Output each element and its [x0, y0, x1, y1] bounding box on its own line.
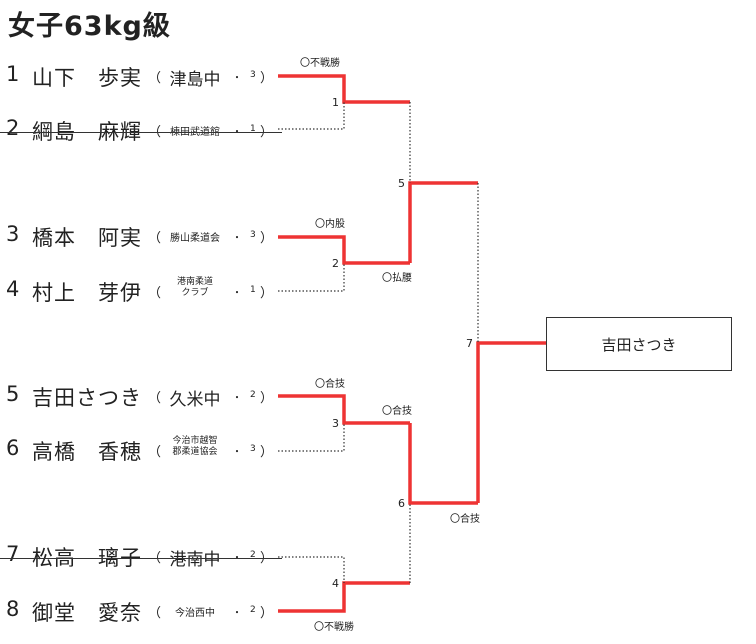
- match-result: 〇内股: [315, 217, 345, 230]
- player-row: 8 御堂 愛奈 （ ） ・ 2 今治西中: [0, 597, 290, 627]
- player-grade: 2: [250, 605, 256, 615]
- player-row: 4 村上 芽伊 （ ） ・ 1 港南柔道クラブ: [0, 277, 290, 307]
- match-result: 〇払腰: [382, 271, 412, 284]
- player-name: 高橋 香穂: [32, 440, 142, 464]
- separator-dot: ・: [232, 73, 242, 84]
- player-grade: 3: [250, 444, 256, 454]
- paren-open: （: [148, 391, 162, 406]
- winner-path: [408, 181, 478, 263]
- separator-dot: ・: [232, 608, 242, 619]
- paren-close: ）: [260, 391, 274, 406]
- winner-path: [408, 423, 478, 505]
- player-grade: 3: [250, 230, 256, 240]
- player-row: 6 高橋 香穂 （ ） ・ 3 今治市越智郡柔道協会: [0, 436, 290, 466]
- player-row: 2 綱島 麻輝 （ ） ・ 1 棟田武道館: [0, 116, 290, 146]
- strike-line: [0, 558, 282, 559]
- player-team: 港南柔道クラブ: [160, 277, 230, 299]
- match-result: 〇合技: [315, 377, 345, 390]
- winner-path: [278, 74, 410, 104]
- player-seed: 1: [6, 62, 20, 86]
- loser-path: [278, 102, 345, 130]
- loser-path: [278, 263, 345, 292]
- player-seed: 7: [6, 542, 20, 566]
- player-team: 今治西中: [175, 608, 215, 619]
- winner-path: [278, 394, 410, 425]
- winner-path: [476, 341, 546, 503]
- match-result: 〇不戦勝: [300, 56, 340, 69]
- loser-path: [278, 423, 345, 452]
- player-seed: 2: [6, 116, 20, 140]
- match-number: 3: [332, 417, 339, 430]
- match-number: 1: [332, 96, 339, 109]
- paren-close: ）: [260, 445, 274, 460]
- champion-box: 吉田さつき: [546, 317, 732, 371]
- paren-close: ）: [260, 231, 274, 246]
- player-grade: 1: [250, 124, 256, 134]
- page-title: 女子63kg級: [8, 11, 171, 42]
- player-team-line: 今治市越智: [172, 436, 218, 446]
- player-row: 1 山下 歩実 （ ） ・ 3 津島中: [0, 62, 290, 92]
- player-row: 5 吉田さつき （ ） ・ 2 久米中: [0, 382, 290, 412]
- player-team: 今治市越智郡柔道協会: [160, 436, 230, 458]
- champion-name: 吉田さつき: [601, 335, 677, 354]
- match-result: 〇合技: [382, 404, 412, 417]
- player-team-line: クラブ: [181, 288, 209, 298]
- player-row: 3 橋本 阿実 （ ） ・ 3 勝山柔道会: [0, 222, 290, 252]
- player-row: 7 松高 璃子 （ ） ・ 2 港南中: [0, 542, 290, 572]
- player-team: 久米中: [169, 390, 221, 410]
- player-team-line: 郡柔道協会: [172, 447, 218, 457]
- player-seed: 3: [6, 222, 20, 246]
- strike-line: [0, 132, 282, 133]
- paren-open: （: [148, 231, 162, 246]
- match-result: 〇不戦勝: [314, 620, 354, 633]
- paren-close: ）: [260, 71, 274, 86]
- paren-open: （: [148, 606, 162, 621]
- paren-open: （: [148, 71, 162, 86]
- match-number: 7: [466, 337, 473, 350]
- player-name: 橋本 阿実: [32, 226, 142, 250]
- paren-close: ）: [260, 286, 274, 301]
- player-seed: 6: [6, 436, 20, 460]
- player-grade: 3: [250, 70, 256, 80]
- match-number: 4: [332, 577, 339, 590]
- winner-path: [278, 235, 410, 265]
- match-number: 5: [398, 177, 405, 190]
- loser-path: [278, 556, 345, 583]
- player-team: 港南中: [169, 550, 221, 570]
- player-seed: 5: [6, 382, 20, 406]
- paren-open: （: [148, 286, 162, 301]
- player-team-line: 港南柔道: [176, 277, 213, 287]
- player-grade: 2: [250, 550, 256, 560]
- match-number: 2: [332, 257, 339, 270]
- player-grade: 1: [250, 285, 256, 295]
- player-name: 村上 芽伊: [32, 281, 142, 305]
- separator-dot: ・: [232, 288, 242, 299]
- player-name: 御堂 愛奈: [32, 601, 142, 625]
- player-name: 山下 歩実: [32, 66, 142, 90]
- player-grade: 2: [250, 390, 256, 400]
- player-team: 津島中: [169, 70, 221, 90]
- paren-close: ）: [260, 606, 274, 621]
- player-name: 吉田さつき: [32, 386, 142, 410]
- winner-path: [278, 581, 410, 613]
- match-number: 6: [398, 497, 405, 510]
- player-team: 勝山柔道会: [170, 233, 220, 244]
- player-seed: 8: [6, 597, 20, 621]
- separator-dot: ・: [232, 447, 242, 458]
- paren-open: （: [148, 445, 162, 460]
- separator-dot: ・: [232, 393, 242, 404]
- player-seed: 4: [6, 277, 20, 301]
- match-result: 〇合技: [450, 512, 480, 525]
- separator-dot: ・: [232, 233, 242, 244]
